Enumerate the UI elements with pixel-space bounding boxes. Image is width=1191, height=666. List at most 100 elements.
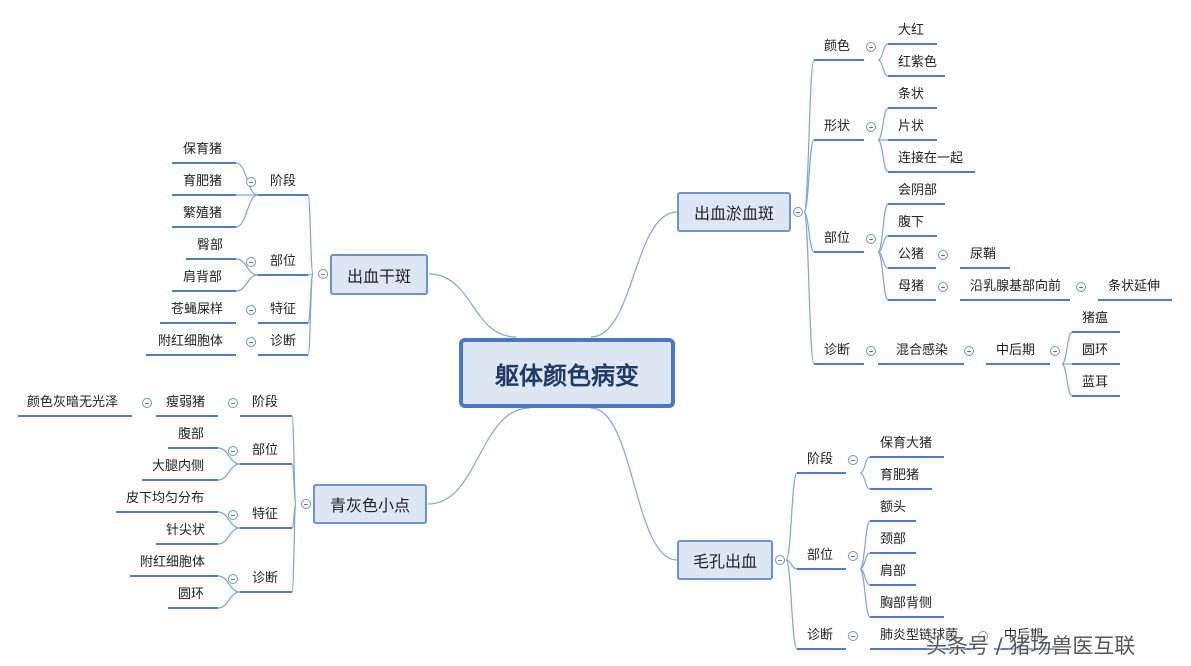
node-mixed-infection[interactable]: 混合感染 [896,343,949,358]
collapse-toggle-icon[interactable] [964,346,974,356]
leaf-blue-circovirus[interactable]: 圆环 [178,587,205,602]
leaf-shape-3[interactable]: 连接在一起 [898,151,964,166]
leaf-csf[interactable]: 猪瘟 [1082,311,1109,326]
leaf-shape-2[interactable]: 片状 [898,119,925,134]
collapse-toggle-icon[interactable] [142,398,152,408]
connector-line [217,447,241,465]
collapse-toggle-icon[interactable] [228,398,238,408]
collapse-toggle-icon[interactable] [938,250,948,260]
leaf-pore-finishing-pig[interactable]: 育肥猪 [880,468,920,483]
branch-pore-bleeding[interactable]: 毛孔出血 [677,540,773,580]
collapse-toggle-icon[interactable] [318,269,328,279]
collapse-toggle-icon[interactable] [775,555,785,565]
collapse-toggle-icon[interactable] [866,346,876,356]
leaf-even-subcutaneous[interactable]: 皮下均匀分布 [126,491,205,506]
collapse-toggle-icon[interactable] [301,499,311,509]
leaf-forehead[interactable]: 额头 [880,500,907,515]
label-blue-stage[interactable]: 阶段 [252,395,279,410]
connector-line [877,43,889,61]
collapse-toggle-icon[interactable] [228,574,238,584]
collapse-toggle-icon[interactable] [866,234,876,244]
leaf-urethral-sheath[interactable]: 尿鞘 [970,247,997,262]
node-pore-mid-late[interactable]: 中后期 [1004,628,1044,643]
label-color[interactable]: 颜色 [824,39,851,54]
branch-hemorrhage-spots[interactable]: 出血淤血斑 [677,192,791,232]
leaf-neck[interactable]: 颈部 [880,532,907,547]
leaf-inner-thigh[interactable]: 大腿内侧 [152,459,205,474]
connector-line [1061,363,1073,397]
collapse-toggle-icon[interactable] [793,207,803,217]
collapse-toggle-icon[interactable] [848,631,858,641]
label-boar[interactable]: 公猪 [898,247,925,262]
leaf-shoulder[interactable]: 肩部 [880,564,907,579]
collapse-toggle-icon[interactable] [978,631,988,641]
node-streptococcus[interactable]: 肺炎型链球菌 [880,628,959,643]
leaf-buttocks[interactable]: 臀部 [197,238,224,253]
node-along-mammary[interactable]: 沿乳腺基部向前 [970,279,1062,294]
collapse-toggle-icon[interactable] [246,177,256,187]
center-node[interactable]: 躯体颜色病变 [459,338,675,408]
connector-line [590,211,678,338]
collapse-toggle-icon[interactable] [246,337,256,347]
leaf-strip-extend[interactable]: 条状延伸 [1108,279,1161,294]
connector-line [235,194,259,228]
leaf-finishing-pig[interactable]: 育肥猪 [183,174,223,189]
leaf-fly-droppings[interactable]: 苍蝇屎样 [171,302,224,317]
connector-line [877,59,889,77]
label-dry-diagnosis[interactable]: 诊断 [270,334,297,349]
label-dry-site[interactable]: 部位 [270,254,297,269]
leaf-circovirus[interactable]: 圆环 [1082,343,1109,358]
connector-line [217,511,241,529]
leaf-large-nursery-pig[interactable]: 保育大猪 [880,436,933,451]
collapse-toggle-icon[interactable] [938,282,948,292]
leaf-blue-eperythrozoon[interactable]: 附红细胞体 [140,555,206,570]
label-dry-feature[interactable]: 特征 [270,302,297,317]
label-dry-stage[interactable]: 阶段 [270,174,297,189]
connector-line [428,273,517,338]
label-blue-diagnosis[interactable]: 诊断 [252,571,279,586]
label-sow[interactable]: 母猪 [898,279,925,294]
collapse-toggle-icon[interactable] [1076,282,1086,292]
leaf-perineum[interactable]: 会阴部 [898,183,938,198]
leaf-nursery-pig[interactable]: 保育猪 [183,142,223,157]
leaf-dull-color[interactable]: 颜色灰暗无光泽 [27,395,119,410]
connector-line [1061,331,1073,365]
collapse-toggle-icon[interactable] [848,455,858,465]
leaf-shoulder-back[interactable]: 肩背部 [183,270,223,285]
label-diagnosis[interactable]: 诊断 [824,343,851,358]
collapse-toggle-icon[interactable] [848,551,858,561]
leaf-eperythrozoon[interactable]: 附红细胞体 [158,334,224,349]
branch-blue-grey-dots[interactable]: 青灰色小点 [313,484,427,524]
collapse-toggle-icon[interactable] [866,42,876,52]
connector-line [217,463,241,481]
label-pore-stage[interactable]: 阶段 [807,452,834,467]
collapse-toggle-icon[interactable] [246,305,256,315]
node-mid-late-stage[interactable]: 中后期 [996,343,1036,358]
label-pore-site[interactable]: 部位 [807,548,834,563]
connector-line [877,235,889,253]
leaf-prrs[interactable]: 蓝耳 [1082,375,1109,390]
node-thin-pig[interactable]: 瘦弱猪 [166,395,206,410]
collapse-toggle-icon[interactable] [866,122,876,132]
collapse-toggle-icon[interactable] [228,446,238,456]
leaf-color-1[interactable]: 大红 [898,23,925,38]
leaf-breeding-pig[interactable]: 繁殖猪 [183,206,223,221]
label-pore-diagnosis[interactable]: 诊断 [807,628,834,643]
leaf-pinpoint[interactable]: 针尖状 [166,523,206,538]
collapse-toggle-icon[interactable] [1050,346,1060,356]
label-blue-feature[interactable]: 特征 [252,507,279,522]
branch-dry-hemorrhage[interactable]: 出血干斑 [330,254,428,295]
leaf-chest-back[interactable]: 胸部背侧 [880,596,933,611]
label-blue-site[interactable]: 部位 [252,443,279,458]
leaf-abdomen[interactable]: 腹下 [898,215,925,230]
leaf-shape-1[interactable]: 条状 [898,87,925,102]
connector-line [217,575,241,593]
label-site[interactable]: 部位 [824,231,851,246]
label-shape[interactable]: 形状 [824,119,851,134]
collapse-toggle-icon[interactable] [228,510,238,520]
leaf-belly[interactable]: 腹部 [178,427,205,442]
collapse-toggle-icon[interactable] [246,257,256,267]
leaf-color-2[interactable]: 红紫色 [898,55,938,70]
